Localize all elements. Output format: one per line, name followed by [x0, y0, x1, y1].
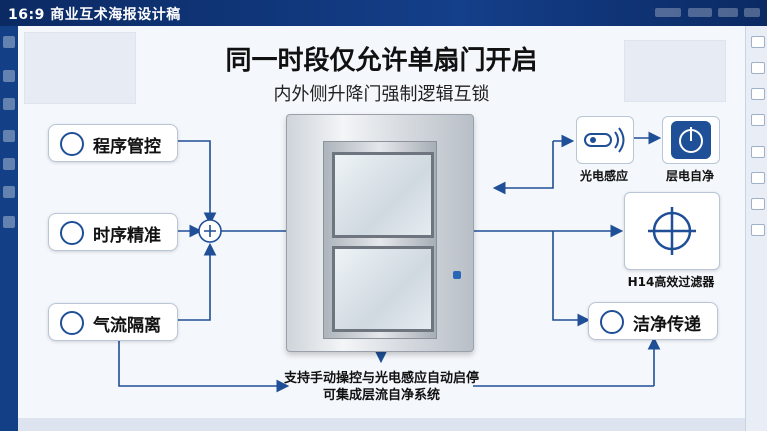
card-label: 时序精准 [93, 226, 161, 246]
power-self-clean-icon [671, 121, 711, 159]
water-drop-icon [60, 132, 84, 156]
subheadline: 内外侧升降门强制逻辑互锁 [273, 84, 490, 105]
caption-line-1: 支持手动操控与光电感应自动启停 [283, 371, 479, 386]
nav-icon[interactable] [3, 216, 15, 228]
tool-icon[interactable] [751, 224, 765, 236]
right-toolbar [745, 26, 767, 431]
tool-icon[interactable] [751, 146, 765, 158]
photoelectric-box [576, 116, 634, 164]
caption-line-2: 可集成层流自净系统 [322, 388, 440, 403]
nav-icon[interactable] [3, 98, 15, 110]
card-airflow-isolation: 气流隔离 [48, 303, 178, 341]
filter-box [624, 192, 720, 270]
pass-box-frame [323, 141, 437, 339]
card-label: 气流隔离 [93, 316, 161, 336]
poster-canvas: 同一时段仅允许单扇门开启 内外侧升降门强制逻辑互锁 程序管控 时序精准 气流隔离 [18, 26, 745, 418]
nav-icon[interactable] [3, 186, 15, 198]
nav-icon[interactable] [3, 36, 15, 48]
tool-icon[interactable] [751, 36, 765, 48]
self-clean-label: 层电自净 [665, 169, 714, 183]
control-button-icon [453, 271, 461, 279]
lower-window [332, 246, 434, 332]
card-label: 洁净传递 [633, 315, 701, 335]
nav-icon[interactable] [3, 158, 15, 170]
arrow-down-circle-icon [60, 311, 84, 335]
tool-icon[interactable] [751, 198, 765, 210]
toolbar-chip[interactable] [744, 8, 760, 17]
headline: 同一时段仅允许单扇门开启 [225, 46, 538, 76]
card-program-control: 程序管控 [48, 124, 178, 162]
pass-box-illustration [286, 114, 474, 352]
arrow-down-circle-icon [600, 310, 624, 334]
card-clean-transfer: 洁净传递 [588, 302, 718, 340]
card-label: 程序管控 [93, 137, 161, 157]
left-toolbar [0, 26, 18, 431]
crosshair-target-icon [648, 207, 696, 255]
filter-label: H14高效过滤器 [627, 275, 715, 289]
toolbar-chip[interactable] [655, 8, 681, 17]
nav-icon[interactable] [3, 70, 15, 82]
ghost-panel [624, 40, 726, 102]
nav-icon[interactable] [3, 130, 15, 142]
tool-icon[interactable] [751, 172, 765, 184]
tool-icon[interactable] [751, 114, 765, 126]
self-clean-box [662, 116, 720, 164]
toolbar-chip[interactable] [688, 8, 712, 17]
status-bar [18, 418, 745, 431]
toolbar-chip[interactable] [718, 8, 738, 17]
ghost-panel [24, 32, 136, 104]
card-timing-precise: 时序精准 [48, 213, 178, 251]
upper-window [332, 152, 434, 238]
tool-icon[interactable] [751, 88, 765, 100]
app-title: 16:9 商业互术海报设计稿 [8, 7, 181, 23]
app-title-bar: 16:9 商业互术海报设计稿 [0, 0, 767, 26]
tool-icon[interactable] [751, 62, 765, 74]
photoelectric-sensor-icon [584, 127, 625, 153]
cup-icon [60, 221, 84, 245]
photoelectric-label: 光电感应 [579, 169, 628, 183]
